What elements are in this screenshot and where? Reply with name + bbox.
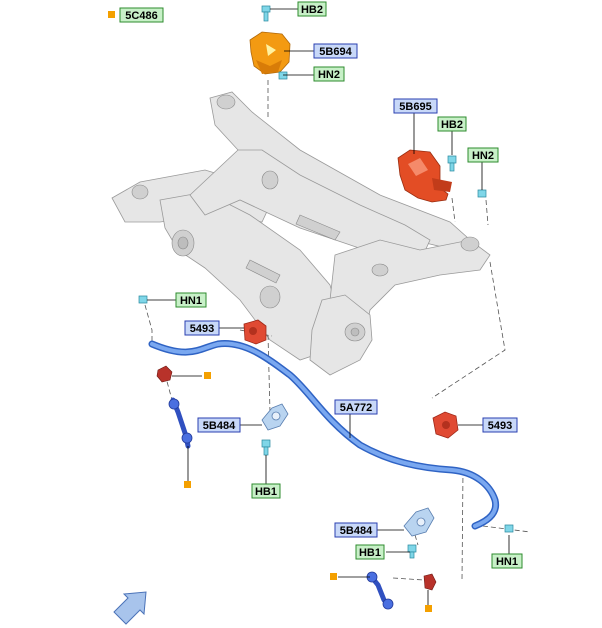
svg-text:5A772: 5A772	[340, 402, 372, 414]
fasteners	[138, 5, 514, 559]
orange-square-markers	[108, 11, 432, 612]
svg-text:HN1: HN1	[180, 295, 202, 307]
bushing-5493-right	[432, 411, 459, 439]
svg-text:HB1: HB1	[255, 486, 277, 498]
label-5b484-right[interactable]: 5B484	[334, 522, 378, 538]
label-hb2-top[interactable]: HB2	[297, 1, 327, 17]
svg-text:5493: 5493	[190, 323, 214, 335]
rear-subframe	[111, 91, 491, 376]
stabilizer-link-right	[366, 571, 394, 610]
orange-square-marker-icon	[108, 11, 115, 18]
stabilizer-bar	[148, 339, 500, 530]
bracket-5b484-right	[403, 507, 435, 537]
svg-text:HN2: HN2	[472, 150, 494, 162]
mount-5b694	[249, 31, 291, 75]
bracket-5b484-left	[261, 403, 289, 431]
svg-text:HB2: HB2	[301, 4, 323, 16]
label-hb2-right[interactable]: HB2	[437, 116, 467, 132]
label-5b484-left[interactable]: 5B484	[197, 417, 241, 433]
leader-lines	[147, 8, 510, 606]
orange-square-marker-icon	[184, 481, 191, 488]
orange-square-marker-icon	[330, 573, 337, 580]
label-5b694[interactable]: 5B694	[313, 43, 358, 59]
svg-text:5B695: 5B695	[399, 101, 431, 113]
orange-square-marker-icon	[204, 372, 211, 379]
label-hn2-right[interactable]: HN2	[467, 147, 499, 163]
bushing-5493-left	[243, 319, 267, 345]
link-nuts	[156, 365, 437, 591]
label-hn1-left[interactable]: HN1	[175, 292, 207, 308]
svg-text:HN2: HN2	[318, 69, 340, 81]
front-direction-arrow-icon	[113, 591, 147, 625]
orange-square-marker-icon	[425, 605, 432, 612]
label-hn2-top[interactable]: HN2	[313, 66, 345, 82]
svg-text:5B484: 5B484	[340, 525, 373, 537]
label-hn1-right[interactable]: HN1	[491, 553, 523, 569]
svg-text:5493: 5493	[488, 420, 512, 432]
svg-text:5B694: 5B694	[319, 46, 352, 58]
label-5493-left[interactable]: 5493	[184, 320, 220, 336]
svg-text:HB2: HB2	[441, 119, 463, 131]
svg-text:5C486: 5C486	[125, 10, 157, 22]
assembly-lines	[144, 80, 531, 581]
stabilizer-link-left	[168, 397, 193, 449]
label-5a772[interactable]: 5A772	[334, 399, 378, 415]
svg-text:HB1: HB1	[359, 547, 381, 559]
label-hb1-left[interactable]: HB1	[251, 483, 281, 499]
mount-5b695	[397, 149, 452, 203]
label-hb1-right[interactable]: HB1	[355, 544, 385, 560]
svg-text:5B484: 5B484	[203, 420, 236, 432]
label-5b695[interactable]: 5B695	[393, 98, 438, 114]
subframe-details	[131, 94, 480, 342]
svg-text:HN1: HN1	[496, 556, 518, 568]
label-5c486[interactable]: 5C486	[119, 7, 164, 23]
label-5493-right[interactable]: 5493	[482, 417, 518, 433]
